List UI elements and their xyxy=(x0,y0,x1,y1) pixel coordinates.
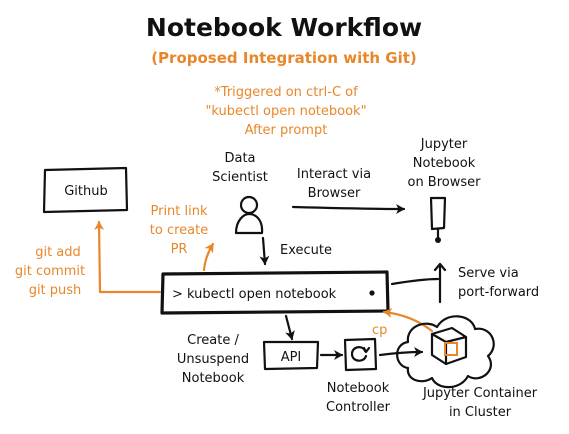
browser-icon xyxy=(429,196,447,243)
controller-label: Notebook xyxy=(327,381,390,396)
git-label: git commit xyxy=(15,264,85,279)
create-label: Notebook xyxy=(182,371,245,386)
container-node: Jupyter Container in Cluster xyxy=(396,315,538,420)
jupyter-browser-label: Notebook xyxy=(413,156,476,171)
command-node: > kubectl open notebook xyxy=(160,270,390,315)
print-link-label: PR xyxy=(171,242,188,257)
data-scientist-label: Data xyxy=(224,151,255,166)
github-node: Github xyxy=(42,166,129,214)
container-cube-icon xyxy=(430,326,468,366)
git-label: git push xyxy=(29,283,82,298)
print-link-edge: Print link to create PR xyxy=(150,204,215,272)
cp-edge: cp xyxy=(372,307,434,338)
trigger-note: *Triggered on ctrl-C of "kubectl open no… xyxy=(205,85,366,138)
serve-label: port-forward xyxy=(458,285,539,300)
diagram-title: Notebook Workflow xyxy=(146,13,422,42)
cluster-cloud-icon xyxy=(396,315,495,389)
person-icon xyxy=(234,195,264,235)
trigger-note-line: "kubectl open notebook" xyxy=(205,104,366,119)
git-label: git add xyxy=(35,245,81,260)
diagram-subtitle: (Proposed Integration with Git) xyxy=(151,49,417,67)
trigger-note-line: *Triggered on ctrl-C of xyxy=(214,85,358,100)
controller-node: Notebook Controller xyxy=(326,337,391,415)
serve-edge: Serve via port-forward xyxy=(390,262,539,304)
cp-label: cp xyxy=(372,323,387,338)
controller-container-edge xyxy=(378,347,424,358)
jupyter-browser-label: Jupyter xyxy=(420,137,468,152)
create-edge: Create / Unsuspend Notebook xyxy=(177,314,295,386)
execute-label: Execute xyxy=(280,243,332,258)
data-scientist-label: Scientist xyxy=(212,170,268,185)
jupyter-browser-node: Jupyter Notebook on Browser xyxy=(407,137,481,243)
data-scientist-node: Data Scientist xyxy=(212,151,268,235)
execute-edge: Execute xyxy=(259,236,332,266)
api-node: API xyxy=(262,340,320,371)
print-link-label: Print link xyxy=(150,204,207,219)
api-label: API xyxy=(281,350,302,365)
github-label: Github xyxy=(64,184,108,199)
controller-label: Controller xyxy=(326,400,391,415)
interact-label: Interact via xyxy=(297,167,371,182)
interact-label: Browser xyxy=(308,186,361,201)
container-label: Jupyter Container xyxy=(422,386,538,401)
jupyter-browser-label: on Browser xyxy=(407,175,481,190)
command-dot xyxy=(369,290,375,296)
serve-label: Serve via xyxy=(458,266,519,281)
trigger-note-line: After prompt xyxy=(245,123,328,138)
print-link-label: to create xyxy=(150,223,208,238)
command-label: > kubectl open notebook xyxy=(172,287,337,302)
create-label: Unsuspend xyxy=(177,352,249,367)
git-edge: git add git commit git push xyxy=(15,220,162,298)
controller-loop-icon xyxy=(350,346,368,362)
interact-edge: Interact via Browser xyxy=(291,167,406,214)
create-label: Create / xyxy=(187,333,239,348)
container-label: in Cluster xyxy=(449,405,512,420)
